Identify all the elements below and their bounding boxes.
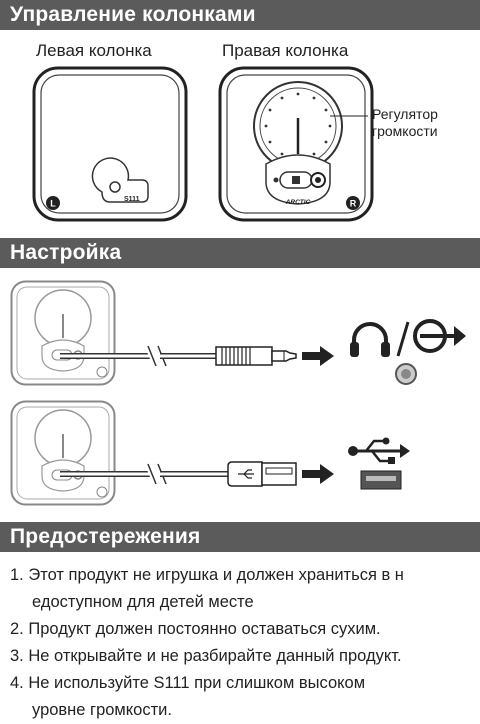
slash-separator [396,321,410,357]
list-item: 4. Не используйте S111 при слишком высок… [10,674,366,692]
arrow-right-icon [302,346,334,366]
section-header-setup: Настройка [0,238,480,268]
section-header-cautions: Предостережения [0,522,480,552]
left-speaker-illustration: S111 L [32,66,188,222]
right-speaker-label: Правая колонка [222,41,349,60]
audio-jack-icon [395,363,417,385]
headphones-icon [350,322,390,357]
section-header-control: Управление колонками [0,0,480,30]
usb-port-icon [360,470,402,490]
model-text: S111 [124,196,140,203]
left-speaker-label: Левая колонка [36,41,152,60]
usb-cable [60,461,297,487]
cautions-list: 1. Этот продукт не игрушка и должен хран… [10,562,480,724]
arrow-right-icon [302,464,334,484]
volume-callout-line [330,115,368,117]
list-item: 1. Этот продукт не игрушка и должен хран… [10,566,404,584]
list-item: 2. Продукт должен постоянно оставаться с… [10,620,381,638]
usb-icon [348,437,410,464]
right-speaker-illustration: ARCTIC R [218,66,374,222]
brand-text: ARCTIC [285,199,311,206]
list-item-continuation: уровне громкости. [32,701,172,719]
right-badge: R [350,199,357,209]
list-item-continuation: едоступном для детей месте [32,593,254,611]
audio-out-icon [413,319,466,353]
audio-cable [60,344,297,368]
list-item: 3. Не открывайте и не разбирайте данный … [10,647,402,665]
left-badge: L [50,199,56,209]
volume-knob-label: Регулятор громкости [372,106,438,139]
